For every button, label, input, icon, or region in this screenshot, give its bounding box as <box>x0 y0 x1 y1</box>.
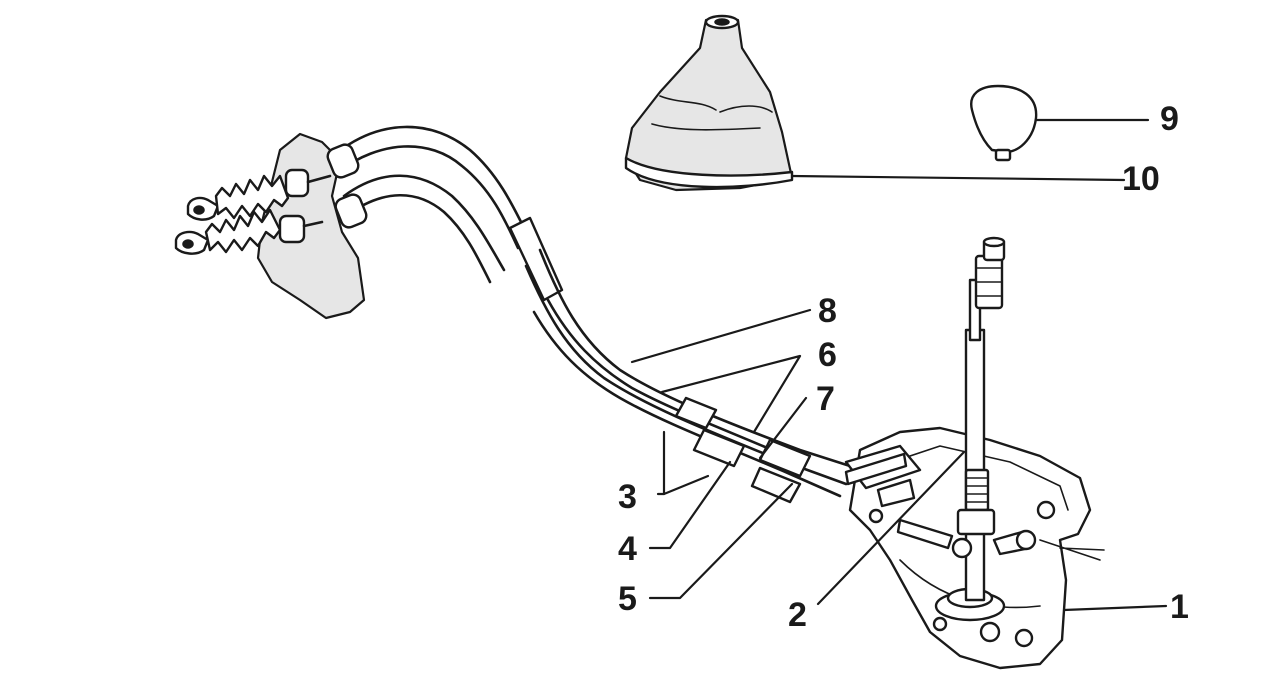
leader-lines <box>630 118 1168 612</box>
callout-8: 8 <box>818 292 837 330</box>
callout-1: 1 <box>1170 588 1189 626</box>
callout-10: 10 <box>1122 160 1160 198</box>
gear-lever-boot <box>624 14 794 192</box>
callout-3: 3 <box>618 478 637 516</box>
cable-end-upper <box>186 168 332 221</box>
gear-knob <box>970 84 1038 162</box>
cable-end-lower <box>174 208 324 255</box>
callout-6: 6 <box>818 336 837 374</box>
callout-4: 4 <box>618 530 637 568</box>
callout-7: 7 <box>816 380 835 418</box>
callout-5: 5 <box>618 580 637 618</box>
gear-lever-rod <box>876 236 1037 602</box>
callout-9: 9 <box>1160 100 1179 138</box>
gearbox-side-bracket <box>256 132 366 320</box>
callout-2: 2 <box>788 596 807 634</box>
gear-cables <box>326 125 852 504</box>
